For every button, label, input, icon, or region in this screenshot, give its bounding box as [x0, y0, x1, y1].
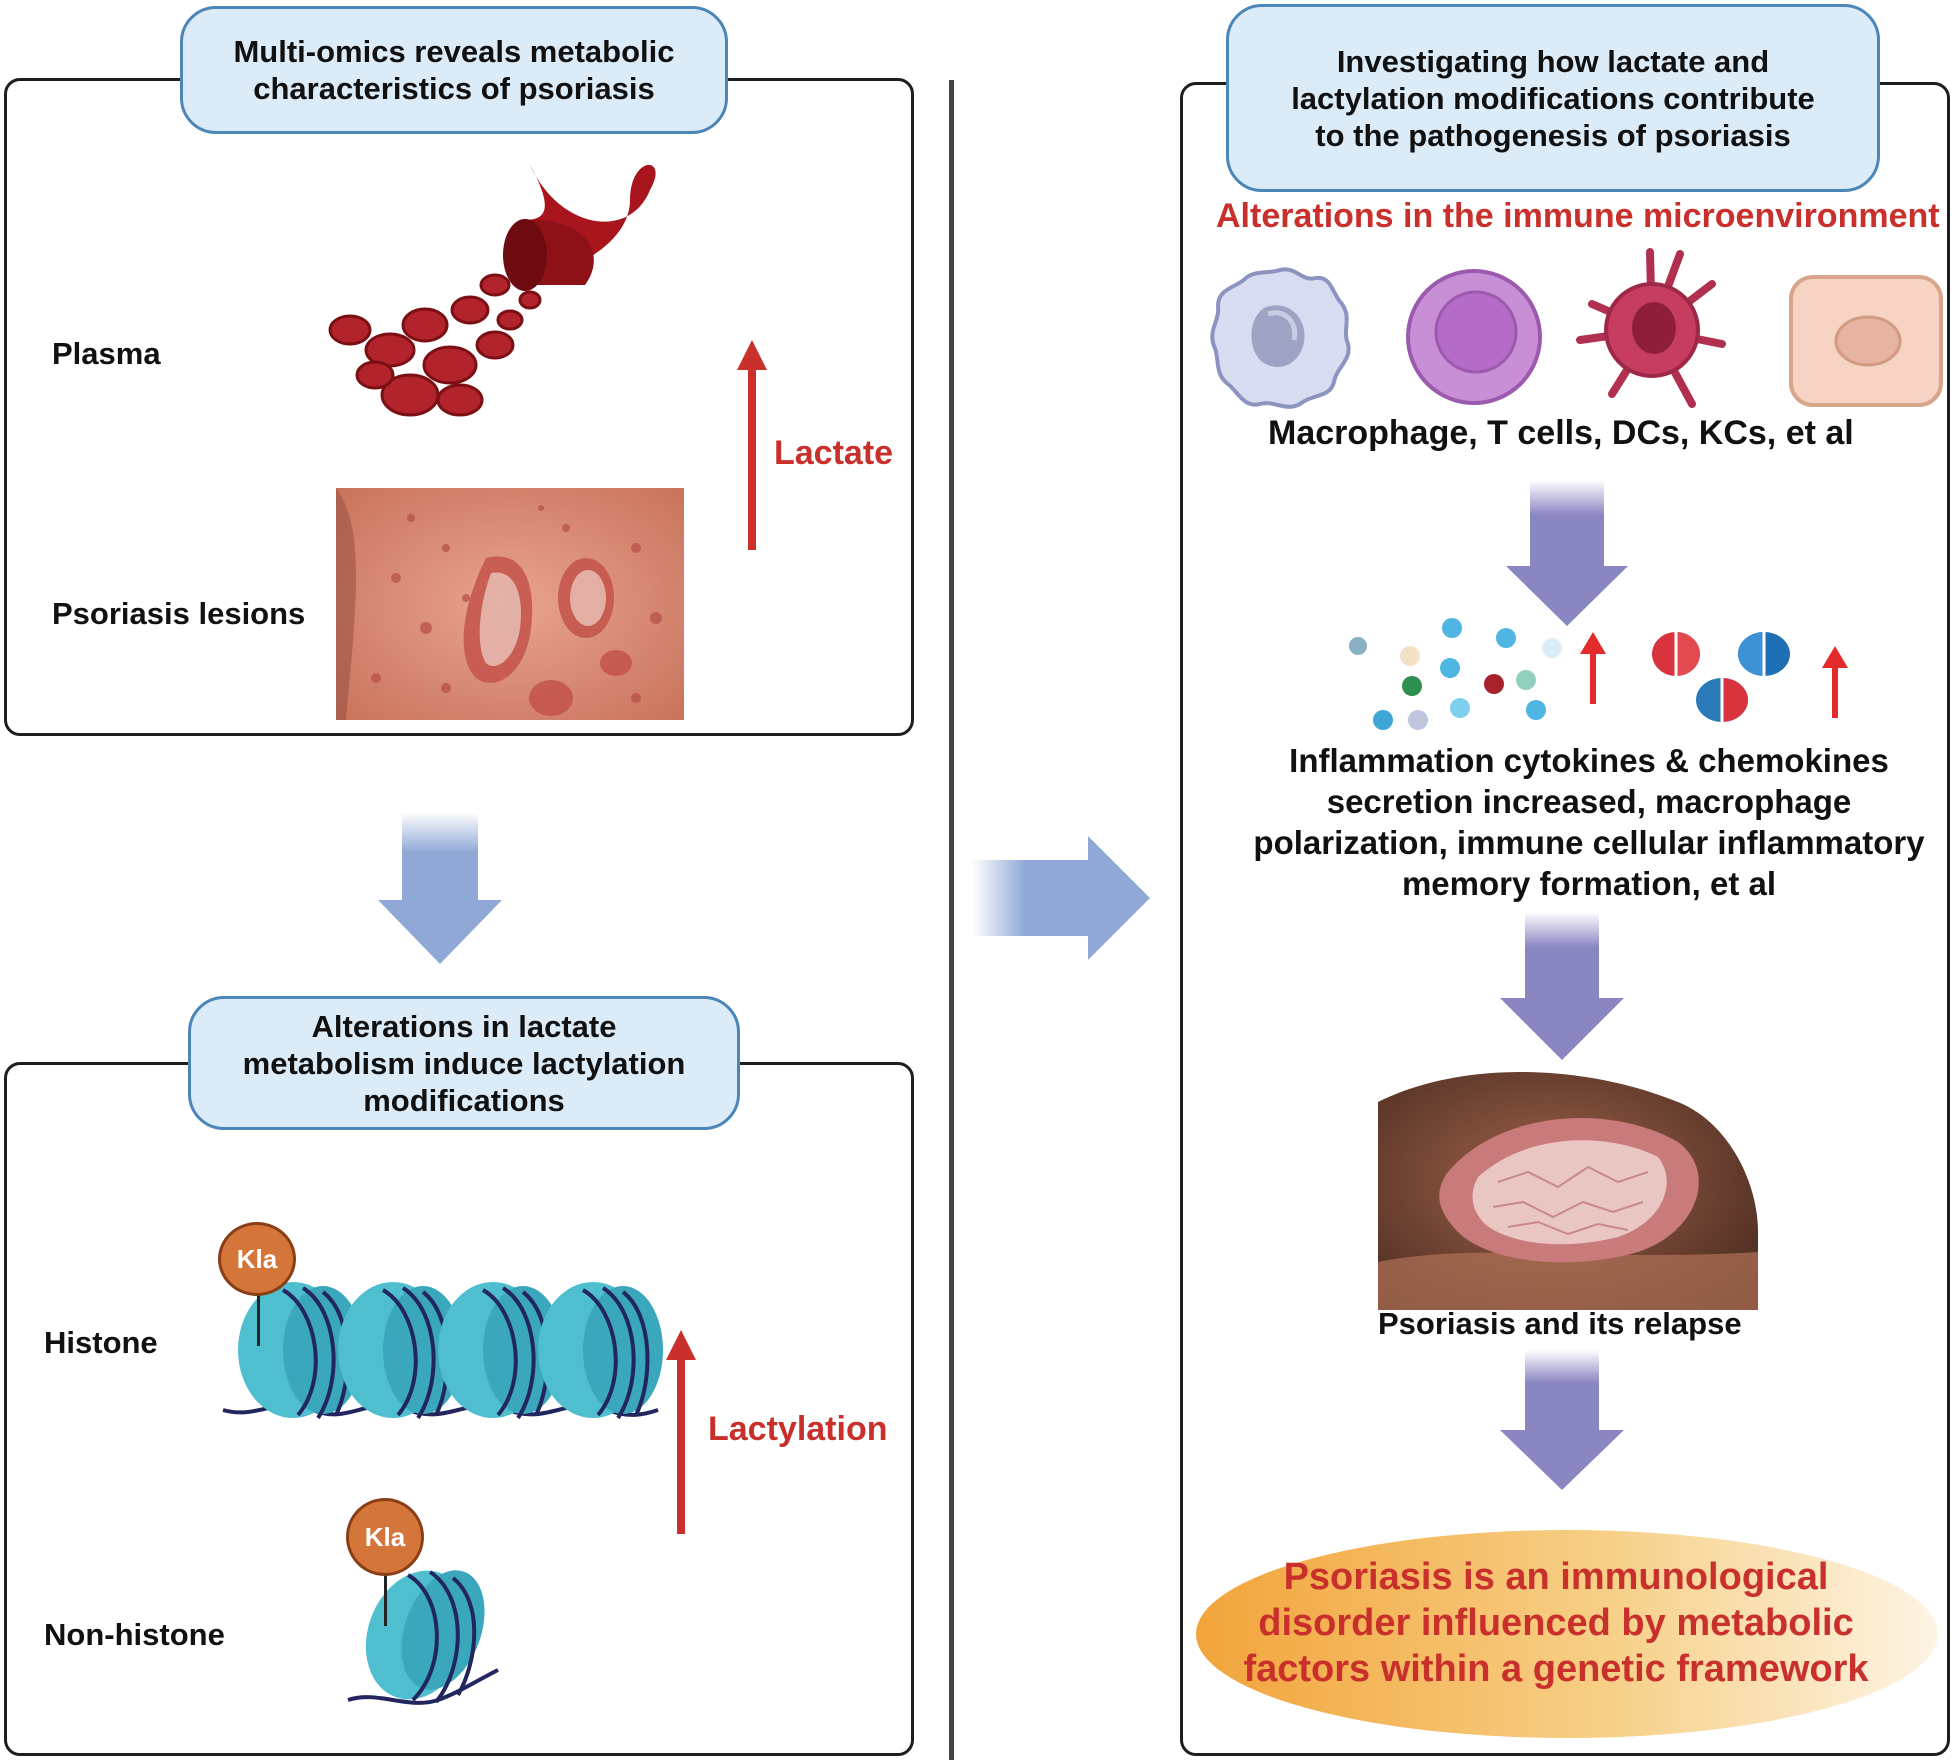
psoriasis-back-photo — [336, 488, 684, 720]
conclusion-ellipse — [1196, 1530, 1938, 1738]
non-histone-label: Non-histone — [44, 1617, 225, 1652]
center-divider — [949, 80, 954, 1760]
down-arrow-right-3 — [1500, 1350, 1624, 1490]
chemokines-icon — [1652, 632, 1790, 722]
down-arrow-right-2 — [1500, 912, 1624, 1060]
histone-label: Histone — [44, 1325, 158, 1360]
non-histone-protein-icon — [347, 1570, 499, 1705]
immune-cells-label: Macrophage, T cells, DCs, KCs, et al — [1268, 414, 1854, 452]
kla-label-histone: Kla — [236, 1243, 278, 1274]
lactylation-label: Lactylation — [708, 1410, 888, 1448]
lactate-up-arrow — [737, 340, 767, 550]
elbow-psoriasis-photo — [1378, 1062, 1758, 1310]
histone-nucleosome-icon — [222, 1282, 663, 1420]
kla-label-nonhistone: Kla — [364, 1521, 406, 1552]
down-arrow-left — [378, 812, 502, 964]
t-cell-icon — [1406, 269, 1542, 405]
inflammation-effects-text: Inflammation cytokines & chemokines secr… — [1253, 742, 1925, 902]
dendritic-cell-icon — [1576, 248, 1726, 408]
psoriasis-lesions-label: Psoriasis lesions — [52, 596, 306, 631]
cytokines-icon — [1349, 618, 1562, 730]
immune-microenvironment-heading: Alterations in the immune microenvironme… — [1216, 197, 1940, 235]
lactylation-panel-title: Alterations in lactate metabolism induce… — [188, 996, 740, 1130]
keratinocyte-icon — [1789, 275, 1943, 407]
cytokines-up-arrow — [1580, 632, 1606, 704]
lactate-label: Lactate — [774, 434, 894, 472]
chemokines-up-arrow — [1822, 646, 1848, 718]
relapse-label: Psoriasis and its relapse — [1378, 1306, 1742, 1341]
pathogenesis-panel-title: Investigating how lactate and lactylatio… — [1226, 4, 1880, 192]
kla-pin-stem-histone — [257, 1288, 260, 1346]
blood-vessel-icon — [328, 164, 656, 417]
conclusion-text: Psoriasis is an immunological disorder i… — [1243, 1556, 1869, 1690]
kla-marker-histone: Kla — [218, 1222, 296, 1296]
right-arrow-center — [972, 836, 1150, 960]
kla-marker-nonhistone: Kla — [346, 1498, 424, 1576]
plasma-label: Plasma — [52, 336, 161, 371]
metabolic-panel-title: Multi-omics reveals metabolic characteri… — [180, 6, 728, 134]
macrophage-icon — [1210, 267, 1351, 409]
kla-pin-stem-nonhistone — [384, 1570, 387, 1626]
down-arrow-right-1 — [1506, 480, 1628, 626]
lactylation-up-arrow — [666, 1330, 696, 1534]
